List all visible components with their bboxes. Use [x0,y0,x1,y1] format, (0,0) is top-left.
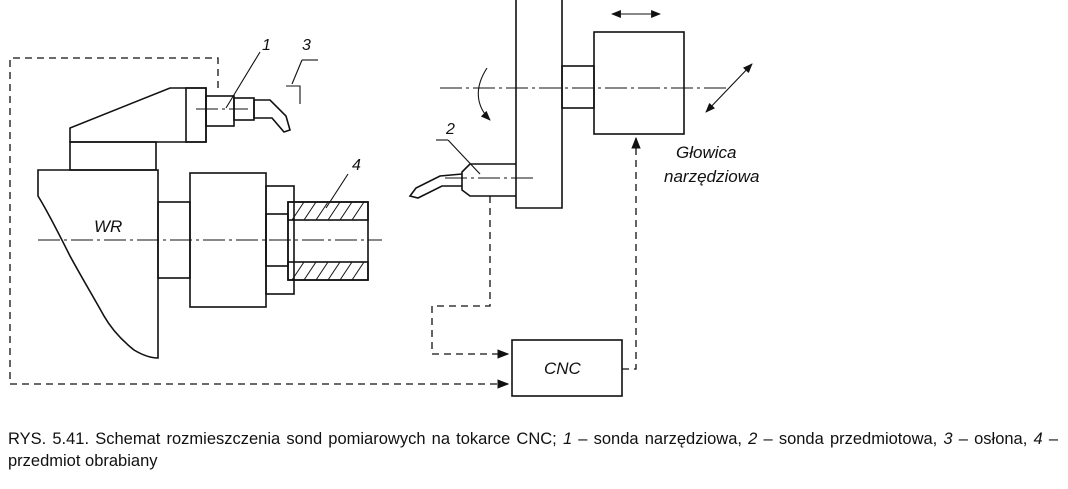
label-cnc: CNC [544,359,582,378]
rotation-arrow [477,67,491,121]
signal-workpiece-probe [431,196,510,359]
tool-head [561,31,685,135]
label-workpiece: 4 [352,157,361,174]
cnc-box [511,339,623,397]
label-probe2: 2 [445,121,455,138]
label-shield: 3 [302,37,311,54]
diagonal-motion-arrow [705,63,753,113]
workpiece-probe [408,163,516,199]
tool-probe [196,85,301,133]
figure-caption: RYS. 5.41. Schemat rozmieszczenia sond p… [8,430,1059,470]
label-probe1: 1 [262,37,271,54]
workpiece-hatch-top [291,201,365,221]
signal-tool-probe [9,57,510,389]
tool-setter-arm [69,87,207,171]
label-wr: WR [94,217,122,236]
signal-cnc-head [622,136,641,370]
leader-1 [225,51,261,109]
workpiece [287,201,369,281]
leader-4 [325,173,349,209]
probe-shield [286,85,301,104]
leader-3 [291,59,303,85]
workpiece-hatch-bottom [291,261,365,281]
probe-layout-diagram: 1 3 4 2 WR CNC Głowica narzędziowa [9,0,759,397]
headstock [37,169,159,359]
leader-2 [447,139,481,175]
label-head-line2: narzędziowa [664,167,759,186]
label-head-line1: Głowica [676,143,736,162]
